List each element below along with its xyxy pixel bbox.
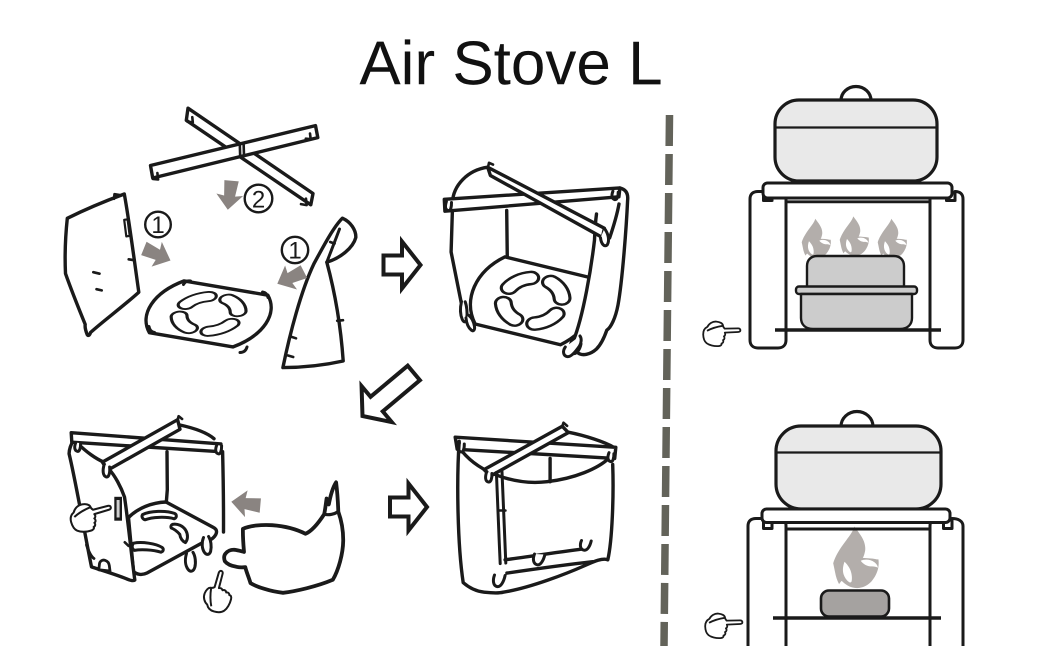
svg-text:Air Stove L: Air Stove L [359, 29, 662, 98]
svg-text:1: 1 [288, 238, 301, 265]
svg-text:1: 1 [151, 212, 164, 239]
svg-text:2: 2 [252, 187, 265, 214]
